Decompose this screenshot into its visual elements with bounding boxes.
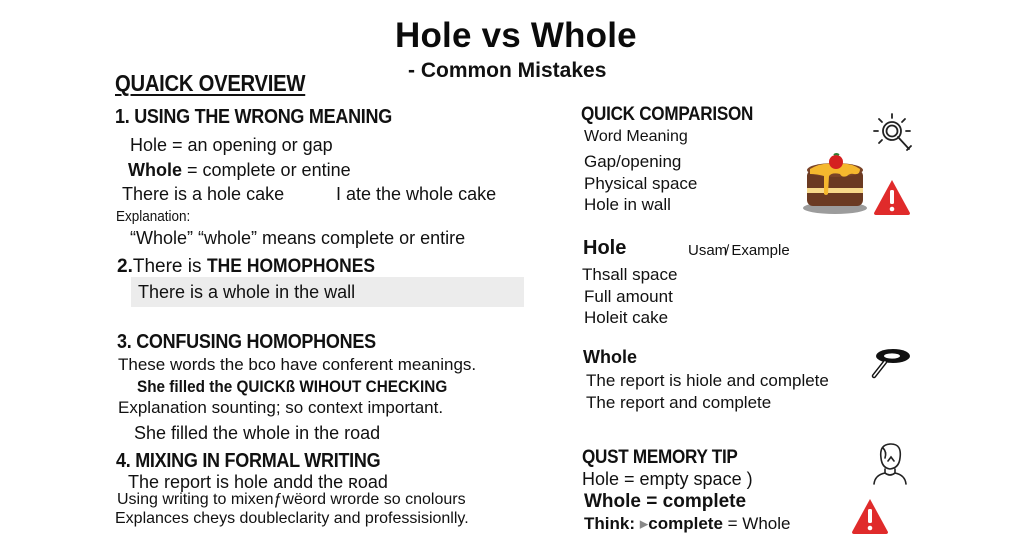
whole-word: Whole [128,160,182,180]
comparison-heading: QUICK COMPARISON [581,104,754,125]
comparison-item: Hole in wall [584,195,671,214]
section4-line1: The report is hole andd the ʀoad [128,472,388,492]
section4-line2: Using writing to mixenƒwёord wrorde so c… [117,491,466,508]
section2-heading-plain: There is [132,256,207,277]
cursor-glyph-icon: ▸ [639,514,649,533]
memory-line1: Hole = empty space ) [582,469,753,489]
page-title: Hole vs Whole [395,16,637,55]
section3-line2: She filled the QUICKß WIHOUT CHECKING [137,377,448,396]
section1-heading: 1. USING THE WRONG MEANING [115,106,393,128]
overview-heading: QUAICK OVERVIEW [115,70,306,96]
section2-number: 2. [117,256,133,277]
section3-line3: Explanation sounting; so context importa… [118,398,444,417]
person-outline-icon [873,443,907,485]
whole-definition: Whole = complete or entine [128,160,351,181]
memory-complete-word: complete [648,514,723,533]
comparison-column-label: Word Meaning [584,128,688,145]
comparison-item: Physical space [584,174,698,193]
section3-line4: She filled the whole in the road [134,423,381,443]
whole-definition-text: = complete or entine [182,160,351,180]
hole-heading: Hole [583,237,627,259]
cake-icon [803,153,867,214]
example-wrong: There is a hole cake [122,184,285,204]
magnifier-with-rays-icon [873,113,912,151]
hole-definition: Hole = an opening or gap [130,135,333,155]
explanation-label: Explanation: [116,208,191,225]
whole-item: The report is hiole and complete [586,371,829,390]
explanation-text: “Whole” “whole” means complete or entire [130,228,466,248]
memory-tip-heading: QUST MEMORY TIP [582,447,738,468]
section2-heading: 2.There is THE HOMOPHONES [117,256,389,278]
memory-whole-word: = Whole [722,514,791,533]
highlight-text: There is a whole in the wall [138,282,356,302]
highlight-box [131,277,524,307]
hole-item: Full amount [584,287,673,306]
memory-line2: Whole = complete [584,491,747,512]
whole-item: The report and complete [586,393,772,412]
section2-heading-bold: THE HOMOPHONES [206,256,375,277]
usage-example-label: Usam̸ Example [688,242,790,259]
page-subtitle: - Common Mistakes [408,59,607,82]
hole-item: Holeit cake [584,308,669,327]
section4-line3: Explances cheys doubleclarity and profes… [115,510,469,527]
memory-think-label: Think: [584,514,640,533]
black-magnifier-icon [871,349,910,379]
section4-heading: 4. MIXING IN FORMAL WRITING [116,450,381,472]
warning-triangle-icon [874,180,910,215]
example-right: I ate the whole cake [336,184,497,204]
hole-item: Thsall space [582,265,678,284]
whole-heading: Whole [583,347,637,367]
memory-line3: Think: ▸complete = Whole [584,514,790,534]
warning-triangle-icon [852,499,888,534]
section3-line1: These words the bco have conferent meani… [118,355,477,374]
comparison-item: Gap/opening [584,152,682,171]
section3-heading: 3. CONFUSING HOMOPHONES [117,331,376,353]
